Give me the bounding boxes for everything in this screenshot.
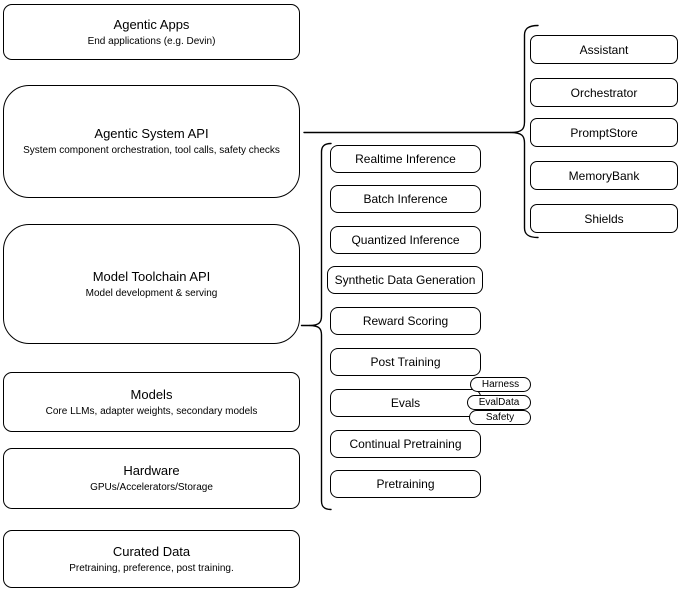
layer-subtitle: Model development & serving — [85, 287, 218, 299]
system-group-brace — [510, 24, 539, 239]
toolchain-node-quantized-inference: Quantized Inference — [330, 226, 481, 254]
layer-title: Agentic System API — [94, 126, 209, 141]
node-label: Realtime Inference — [355, 152, 456, 166]
layer-subtitle: Pretraining, preference, post training. — [69, 562, 234, 574]
node-label: Shields — [584, 211, 624, 226]
layer-subtitle: GPUs/Accelerators/Storage — [90, 482, 213, 493]
toolchain-node-realtime-inference: Realtime Inference — [330, 145, 481, 173]
layer-subtitle: End applications (e.g. Devin) — [87, 35, 216, 47]
layer-title: Agentic Apps — [113, 16, 190, 32]
layer-model-toolchain-api: Model Toolchain API Model development & … — [3, 224, 300, 344]
node-label: MemoryBank — [568, 168, 640, 183]
node-label: Reward Scoring — [362, 314, 449, 328]
toolchain-node-batch-inference: Batch Inference — [330, 185, 481, 213]
node-label: Evals — [390, 396, 421, 410]
toolchain-node-continual-pretraining: Continual Pretraining — [330, 430, 481, 458]
evals-tag-evaldata: EvalData — [467, 395, 531, 410]
layer-hardware: Hardware GPUs/Accelerators/Storage — [3, 448, 300, 509]
layer-subtitle: Core LLMs, adapter weights, secondary mo… — [45, 405, 258, 417]
layer-agentic-system-api: Agentic System API System component orch… — [3, 85, 300, 198]
layer-models: Models Core LLMs, adapter weights, secon… — [3, 372, 300, 432]
evals-tag-safety: Safety — [469, 410, 531, 425]
layer-title: Hardware — [123, 463, 180, 478]
node-label: Synthetic Data Generation — [334, 273, 476, 287]
layer-title: Models — [130, 386, 173, 402]
layer-agentic-apps: Agentic Apps End applications (e.g. Devi… — [3, 4, 300, 60]
toolchain-node-evals: Evals — [330, 389, 481, 417]
node-label: Continual Pretraining — [349, 437, 462, 451]
system-node-orchestrator: Orchestrator — [530, 78, 678, 107]
node-label: Orchestrator — [570, 85, 638, 100]
system-node-shields: Shields — [530, 204, 678, 233]
toolchain-node-post-training: Post Training — [330, 348, 481, 376]
node-label: PromptStore — [570, 125, 638, 140]
evals-tag-harness: Harness — [470, 377, 531, 392]
node-label: Pretraining — [376, 477, 435, 491]
tag-label: Harness — [481, 378, 520, 390]
toolchain-node-pretraining: Pretraining — [330, 470, 481, 498]
system-node-assistant: Assistant — [530, 35, 678, 64]
toolchain-group-brace — [309, 142, 332, 511]
toolchain-node-reward-scoring: Reward Scoring — [330, 307, 481, 335]
node-label: Quantized Inference — [351, 233, 460, 247]
node-label: Post Training — [370, 355, 441, 369]
layer-title: Curated Data — [112, 543, 191, 559]
layer-title: Model Toolchain API — [92, 268, 211, 284]
tag-label: Safety — [485, 411, 515, 423]
tag-label: EvalData — [478, 396, 520, 408]
layer-curated-data: Curated Data Pretraining, preference, po… — [3, 530, 300, 588]
node-label: Batch Inference — [363, 192, 448, 206]
system-node-promptstore: PromptStore — [530, 118, 678, 147]
system-node-memorybank: MemoryBank — [530, 161, 678, 190]
node-label: Assistant — [579, 42, 629, 57]
toolchain-node-synthetic-data-generation: Synthetic Data Generation — [327, 266, 483, 294]
layer-subtitle: System component orchestration, tool cal… — [23, 145, 280, 156]
